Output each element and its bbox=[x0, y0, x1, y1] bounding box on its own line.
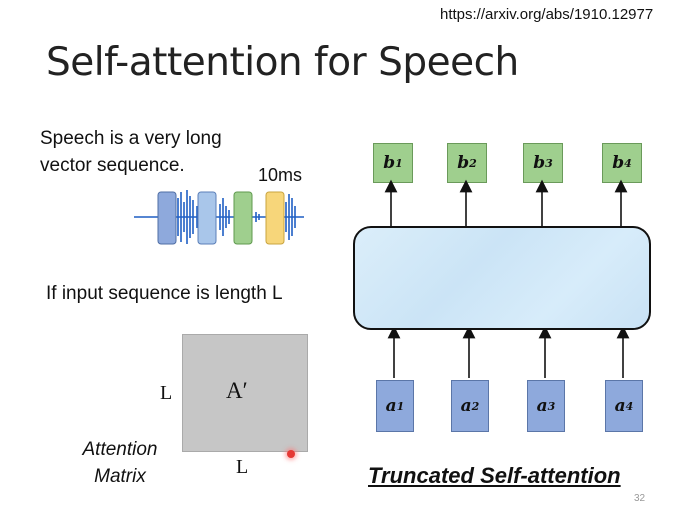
page-number: 32 bbox=[634, 493, 646, 504]
waveform-spikes bbox=[177, 190, 296, 244]
speech-description: Speech is a very long vector sequence. bbox=[40, 128, 222, 176]
slide-title: Self-attention for Speech bbox=[46, 40, 519, 85]
input-length-text: If input sequence is length L bbox=[46, 283, 283, 304]
speech-waveform-illustration bbox=[134, 190, 304, 245]
matrix-row-length-label: L bbox=[160, 382, 173, 404]
source-url: https://arxiv.org/abs/1910.12977 bbox=[440, 6, 654, 23]
attention-matrix-caption: Attention Matrix bbox=[82, 439, 158, 487]
frame-4 bbox=[265, 191, 285, 245]
frame-1 bbox=[157, 191, 177, 245]
laser-pointer-dot bbox=[287, 450, 295, 458]
attention-matrix-symbol: A′ bbox=[226, 378, 248, 403]
matrix-column-length-label: L bbox=[236, 456, 249, 478]
frame-duration-label: 10ms bbox=[258, 165, 303, 185]
diagram-caption: Truncated Self-attention bbox=[368, 463, 621, 488]
attention-matrix bbox=[182, 334, 308, 452]
frame-2 bbox=[197, 191, 217, 245]
self-attention-layer bbox=[353, 226, 651, 330]
frame-3 bbox=[233, 191, 253, 245]
